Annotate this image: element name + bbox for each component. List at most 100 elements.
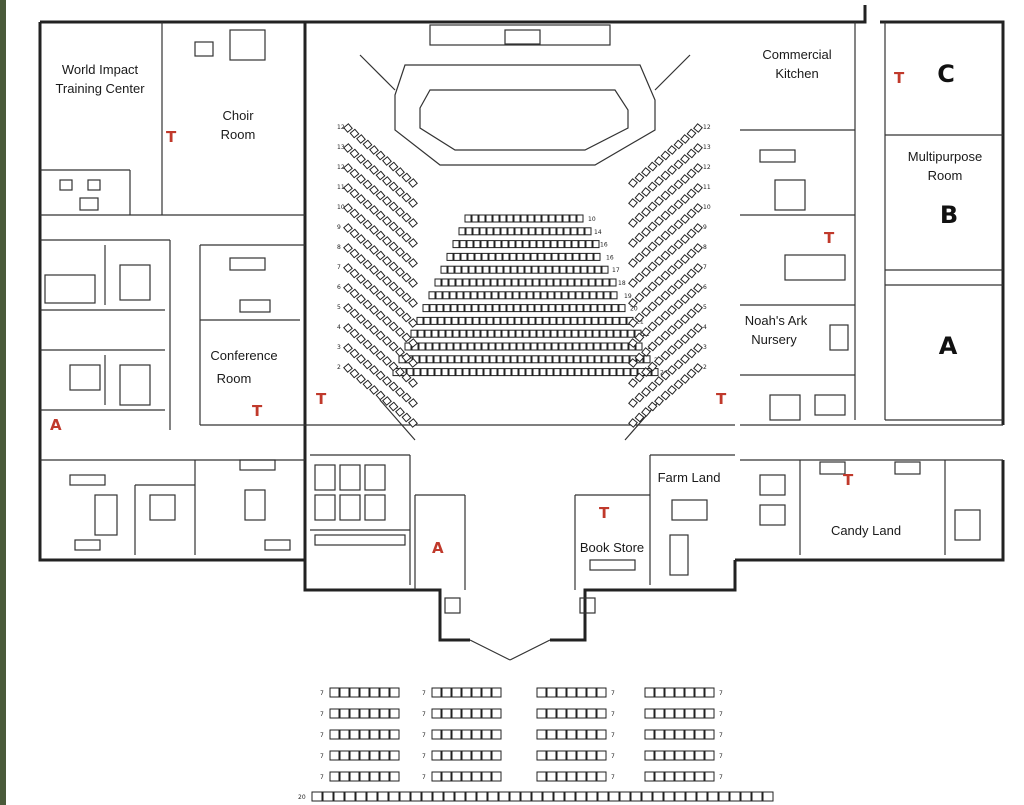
seat — [608, 791, 620, 802]
seat — [388, 281, 399, 292]
seat — [349, 308, 360, 319]
seat-row: 7 — [644, 687, 723, 698]
seat — [519, 291, 527, 300]
seat — [576, 750, 587, 761]
seat-row: 7 — [644, 708, 723, 719]
label-noahs-ark-line1: Noah's Ark — [745, 313, 808, 328]
seat — [469, 368, 477, 377]
row-label: 7 — [611, 690, 615, 697]
seat — [379, 708, 390, 719]
seat — [408, 318, 418, 328]
seat — [486, 227, 494, 236]
seat — [704, 771, 715, 782]
seat — [487, 329, 495, 338]
seat — [684, 729, 695, 740]
seat — [530, 342, 538, 351]
seat — [375, 210, 386, 221]
seat — [694, 729, 705, 740]
seat-row: 7 — [644, 771, 723, 782]
seat — [369, 385, 379, 395]
seat — [667, 145, 677, 155]
row-label: 11 — [337, 184, 345, 191]
seat — [408, 178, 418, 188]
seat — [503, 355, 511, 364]
seat — [644, 729, 655, 740]
seat — [369, 245, 379, 255]
seat — [634, 412, 645, 423]
seat — [388, 221, 399, 232]
seat — [382, 256, 392, 266]
seat — [586, 729, 597, 740]
seat — [647, 361, 658, 372]
seat — [576, 214, 584, 223]
seat — [356, 154, 366, 164]
label-farm-land: Farm Land — [658, 470, 721, 485]
seat — [562, 214, 570, 223]
seat — [428, 291, 436, 300]
seat — [388, 791, 400, 802]
row-label: 16 — [600, 242, 608, 249]
seat — [499, 304, 507, 313]
seat — [515, 240, 523, 249]
seat — [680, 154, 690, 164]
seat — [514, 227, 522, 236]
seat — [401, 172, 412, 183]
seat — [524, 355, 532, 364]
seat — [534, 214, 542, 223]
seat — [686, 288, 697, 299]
seat — [468, 355, 476, 364]
seat — [647, 181, 658, 192]
seat — [444, 316, 452, 325]
seat — [604, 304, 612, 313]
seat — [673, 379, 684, 390]
seat — [654, 750, 665, 761]
lower-center — [310, 454, 735, 661]
seat — [544, 252, 552, 261]
seat — [575, 291, 583, 300]
seat — [552, 355, 560, 364]
label-conference-line1: Conference — [210, 348, 277, 363]
seat — [395, 307, 405, 317]
seat — [435, 291, 443, 300]
seat — [389, 729, 400, 740]
seat-row: 7 — [320, 750, 400, 761]
seat — [349, 228, 360, 239]
seat — [388, 201, 399, 212]
seat — [422, 304, 430, 313]
row-label: 12 — [703, 164, 711, 171]
seat — [349, 708, 360, 719]
seat — [423, 316, 431, 325]
seat — [654, 729, 665, 740]
row-label: 13 — [337, 144, 345, 151]
seat — [694, 687, 705, 698]
seat — [389, 687, 400, 698]
marker-t: T — [843, 471, 854, 489]
seat — [569, 214, 577, 223]
seat — [584, 227, 592, 236]
row-label: 20 — [630, 306, 638, 313]
seat — [507, 316, 515, 325]
seat-row: 12 — [337, 123, 418, 188]
seat — [389, 708, 400, 719]
seat — [575, 791, 587, 802]
seat — [667, 305, 677, 315]
row-label: 10 — [588, 216, 596, 223]
seat-row: 7 — [536, 708, 615, 719]
seat — [593, 252, 601, 261]
seat — [461, 750, 472, 761]
seat — [627, 329, 635, 338]
seat — [667, 345, 677, 355]
seat-row: 2 — [628, 363, 707, 428]
seat — [454, 791, 466, 802]
seat — [693, 343, 703, 353]
seat — [660, 310, 671, 321]
seat — [558, 252, 566, 261]
seat — [546, 708, 557, 719]
seat — [594, 355, 602, 364]
seat — [473, 329, 481, 338]
seat — [693, 203, 703, 213]
seat — [339, 708, 350, 719]
seat — [451, 316, 459, 325]
seat — [680, 314, 690, 324]
marker-t: T — [599, 504, 610, 522]
